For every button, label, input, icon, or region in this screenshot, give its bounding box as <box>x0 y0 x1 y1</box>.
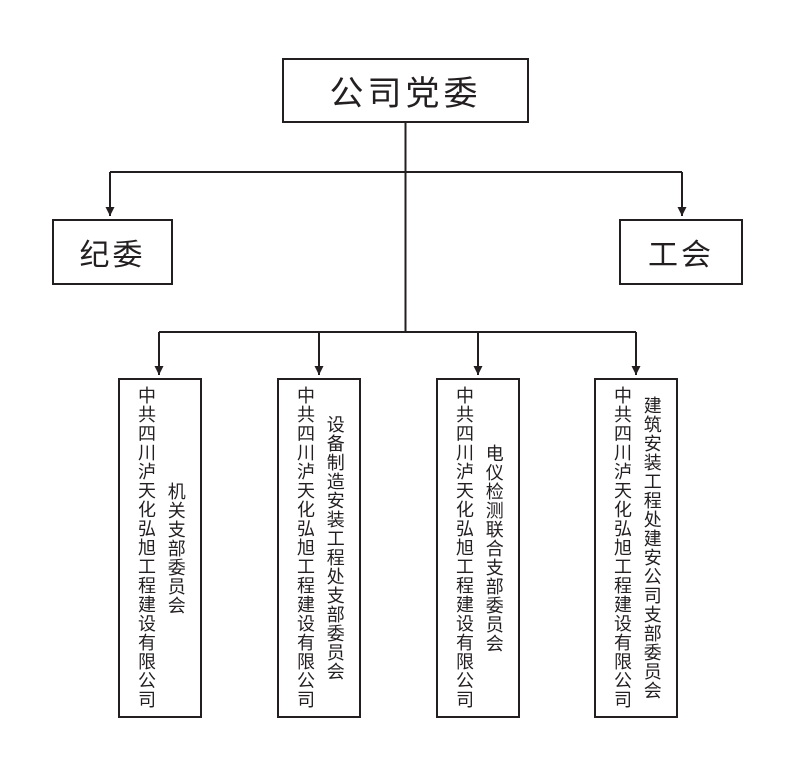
branch-committee-text: 机关支部委员会 <box>165 481 186 615</box>
node-label: 公司党委 <box>329 75 482 113</box>
branch-committee-text: 电仪检测联合支部委员会 <box>483 443 504 653</box>
node-party-branch-equipment: 中共四川泸天化弘旭工程建设有限公司 设备制造安装工程处支部委员会 <box>277 378 361 718</box>
branch-committee-text: 设备制造安装工程处支部委员会 <box>324 415 345 681</box>
branch-org-text: 中共四川泸天化弘旭工程建设有限公司 <box>612 386 632 709</box>
node-party-branch-construction: 中共四川泸天化弘旭工程建设有限公司 建筑安装工程处建安公司支部委员会 <box>594 378 678 718</box>
node-company-party-committee: 公司党委 <box>282 58 529 123</box>
node-party-branch-office: 中共四川泸天化弘旭工程建设有限公司 机关支部委员会 <box>118 378 202 718</box>
node-labor-union: 工会 <box>619 219 743 285</box>
branch-org-text: 中共四川泸天化弘旭工程建设有限公司 <box>454 386 474 709</box>
branch-committee-text: 建筑安装工程处建安公司支部委员会 <box>641 396 662 700</box>
node-label: 工会 <box>648 239 714 272</box>
node-party-branch-instrument: 中共四川泸天化弘旭工程建设有限公司 电仪检测联合支部委员会 <box>436 378 520 718</box>
branch-org-text: 中共四川泸天化弘旭工程建设有限公司 <box>136 386 156 709</box>
node-label: 纪委 <box>79 239 146 272</box>
node-discipline-committee: 纪委 <box>52 219 173 285</box>
branch-org-text: 中共四川泸天化弘旭工程建设有限公司 <box>295 386 315 709</box>
